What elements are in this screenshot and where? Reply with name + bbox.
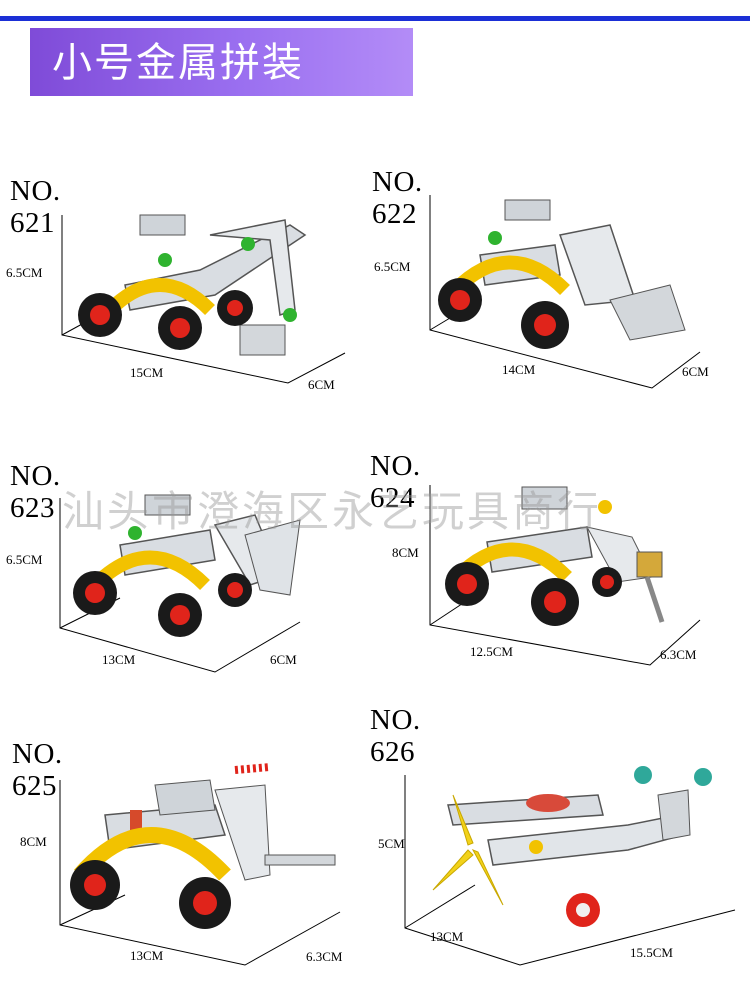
- height-dimension: 6.5CM: [6, 552, 43, 567]
- width-dimension: 6.3CM: [306, 949, 343, 964]
- height-dimension: 8CM: [20, 834, 47, 849]
- model-number: NO. 623: [10, 460, 61, 524]
- model-number: NO. 621: [10, 175, 61, 239]
- model-number: NO. 622: [372, 166, 423, 230]
- top-divider-line: [0, 16, 750, 21]
- toy-airplane-626: [432, 766, 712, 927]
- store-watermark: 汕头市澄海区永艺玩具商行: [62, 487, 603, 536]
- width-dimension: 6CM: [308, 377, 335, 392]
- length-dimension: 15.5CM: [630, 945, 673, 960]
- length-dimension: 13CM: [102, 652, 136, 667]
- width-dimension: 6CM: [682, 364, 709, 379]
- title-banner: [30, 28, 413, 96]
- height-dimension: 6.5CM: [374, 259, 411, 274]
- width-dimension: 6CM: [270, 652, 297, 667]
- width-dimension: 6.3CM: [660, 647, 697, 662]
- page-title: 小号金属拼装: [52, 40, 304, 86]
- toy-tractor-624: [445, 486, 665, 626]
- toy-loader-622: [438, 199, 686, 349]
- model-number: NO. 625: [12, 738, 63, 802]
- toy-forklift-625: [70, 763, 336, 929]
- height-dimension: 8CM: [392, 545, 419, 560]
- height-dimension: 5CM: [378, 836, 405, 851]
- width-dimension: 13CM: [430, 929, 464, 944]
- model-number: NO. 624: [370, 450, 421, 514]
- length-dimension: 12.5CM: [470, 644, 513, 659]
- toy-excavator-621: [78, 214, 307, 356]
- length-dimension: 14CM: [502, 362, 536, 377]
- model-number: NO. 626: [370, 704, 421, 768]
- toy-digger-623: [73, 494, 301, 637]
- height-dimension: 6.5CM: [6, 265, 43, 280]
- length-dimension: 13CM: [130, 948, 164, 963]
- length-dimension: 15CM: [130, 365, 164, 380]
